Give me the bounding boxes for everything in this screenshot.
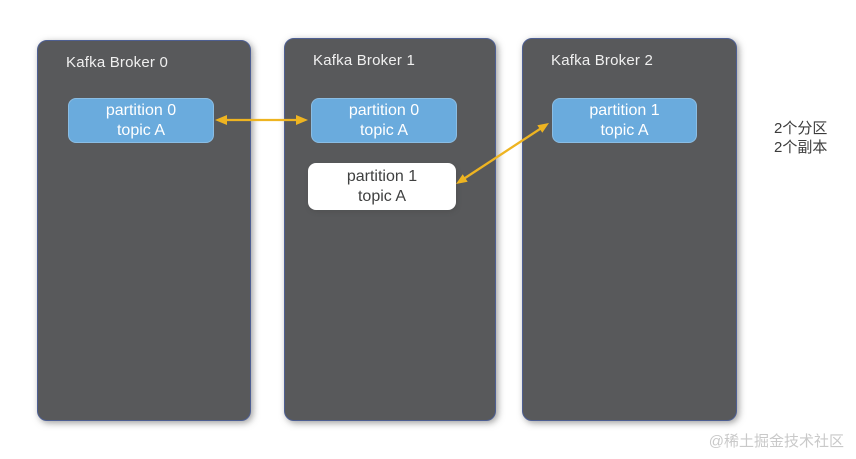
partition-label-line2: topic A <box>359 121 409 139</box>
annotation-line2: 2个副本 <box>774 139 828 156</box>
partition-label-line2: topic A <box>357 187 407 205</box>
broker-0-partition-0-topic-a: partition 0 topic A <box>68 98 214 143</box>
broker-0-title: Kafka Broker 0 <box>66 54 169 71</box>
partition-replica-annotation: 2个分区 2个副本 <box>774 119 827 157</box>
partition-label-line2: topic A <box>600 121 649 139</box>
broker-1-box: Kafka Broker 1 partition 0 topic A parti… <box>284 38 496 421</box>
partition-label-line1: partition 0 <box>105 101 177 119</box>
partition-label-line2: topic A <box>116 121 166 139</box>
broker-1-partition-1-topic-a-replica: partition 1 topic A <box>308 163 456 210</box>
partition-label-line1: partition 1 <box>346 167 418 185</box>
broker-1-partition-0-topic-a: partition 0 topic A <box>311 98 457 143</box>
partition-label-line1: partition 1 <box>589 101 660 119</box>
broker-2-title: Kafka Broker 2 <box>551 52 654 69</box>
watermark-text: @稀土掘金技术社区 <box>708 433 844 450</box>
broker-2-partition-1-topic-a: partition 1 topic A <box>552 98 697 143</box>
partition-label-line1: partition 0 <box>348 101 420 119</box>
broker-2-box: Kafka Broker 2 partition 1 topic A <box>522 38 737 421</box>
broker-1-title: Kafka Broker 1 <box>313 52 416 69</box>
broker-0-box: Kafka Broker 0 partition 0 topic A <box>37 40 251 421</box>
annotation-line1: 2个分区 <box>774 120 828 137</box>
